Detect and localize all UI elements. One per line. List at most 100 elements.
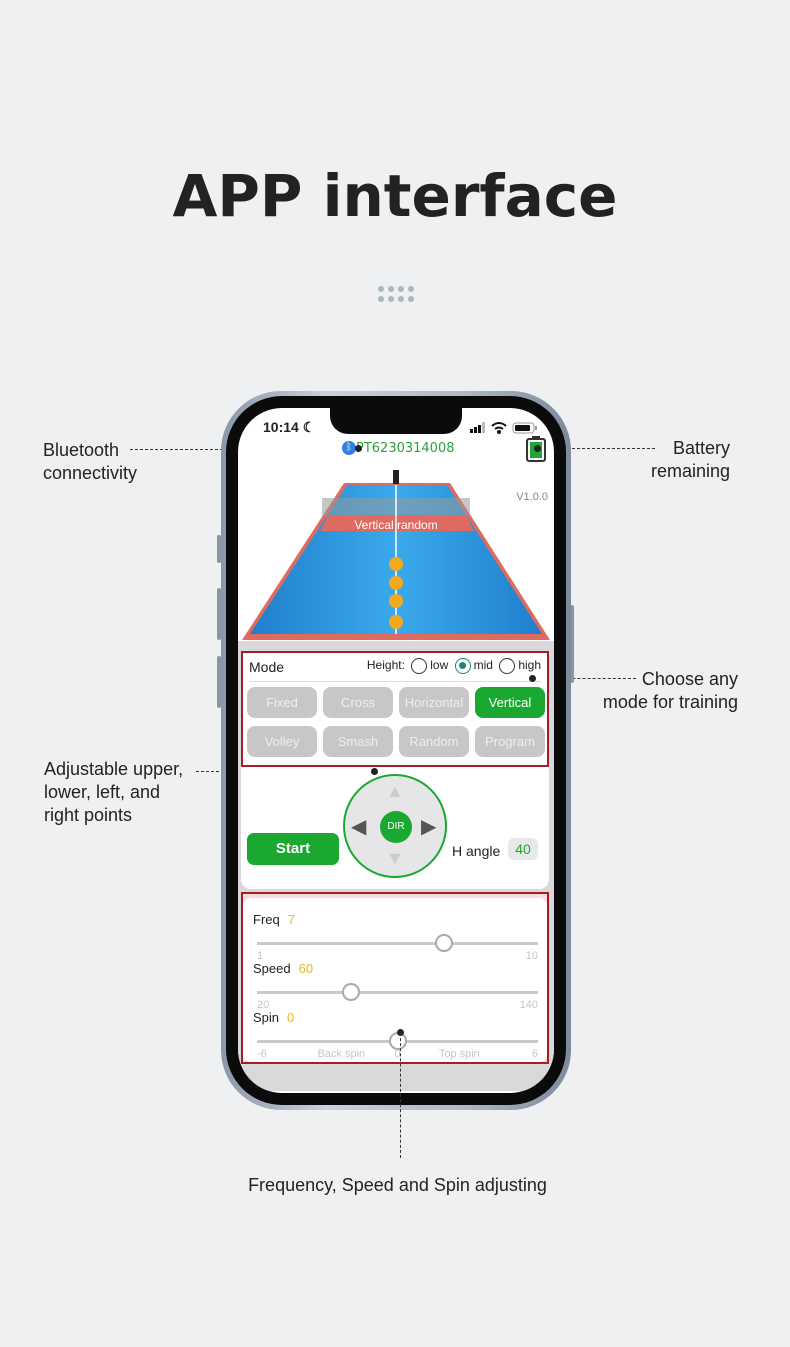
radio-label: high bbox=[518, 658, 541, 673]
arrow-right-icon[interactable]: ▶ bbox=[421, 816, 437, 838]
callout-mode: Choose any mode for training bbox=[590, 668, 738, 714]
callout-text: remaining bbox=[650, 461, 730, 481]
callout-text: Adjustable upper, bbox=[44, 759, 184, 779]
mode-vertical-button[interactable]: Vertical bbox=[475, 687, 545, 718]
slider-name: Spin bbox=[253, 1010, 280, 1025]
battery-icon bbox=[512, 422, 537, 434]
status-time: 10:14 ☾ bbox=[263, 419, 315, 436]
mode-random-button[interactable]: Random bbox=[399, 726, 469, 757]
robot-icon bbox=[393, 470, 399, 484]
freq-slider[interactable] bbox=[257, 934, 538, 952]
time-text: 10:14 bbox=[263, 419, 299, 435]
mode-cross-button[interactable]: Cross bbox=[323, 687, 393, 718]
callout-line bbox=[532, 678, 636, 679]
direction-pad: ▲ ▼ ◀ ▶ DIR bbox=[343, 774, 447, 878]
height-selector: Height: low mid high bbox=[367, 658, 541, 674]
callout-pin bbox=[371, 768, 378, 775]
phone-side-button bbox=[217, 588, 221, 640]
banner bbox=[320, 515, 474, 531]
signal-icon bbox=[470, 422, 485, 433]
decorative-dots bbox=[378, 286, 414, 302]
callout-text: Battery bbox=[672, 438, 730, 458]
arrow-left-icon[interactable]: ◀ bbox=[351, 816, 367, 838]
callout-text: Bluetooth bbox=[43, 440, 120, 460]
divider bbox=[249, 681, 541, 682]
dir-button[interactable]: DIR bbox=[380, 811, 412, 843]
height-label: Height: bbox=[366, 658, 405, 673]
phone-frame: 10:14 ☾ ᛒ PT6230314008 V1.0.0 Vertical r… bbox=[221, 391, 571, 1110]
slider-tick-label: 140 bbox=[519, 999, 538, 1011]
height-radio-mid[interactable] bbox=[454, 658, 471, 674]
slider-tick-label: 6 bbox=[531, 1048, 538, 1060]
callout-text: right points bbox=[44, 805, 133, 825]
callout-line bbox=[400, 1033, 401, 1158]
wifi-icon bbox=[491, 422, 507, 434]
slider-label: Speed 60 bbox=[253, 961, 313, 976]
notch bbox=[330, 408, 462, 434]
slider-tick-label: -6 bbox=[257, 1048, 267, 1060]
h-angle-label: H angle bbox=[452, 843, 501, 859]
callout-text: mode for training bbox=[602, 692, 738, 712]
slider-name: Freq bbox=[253, 912, 280, 927]
device-name[interactable]: PT6230314008 bbox=[356, 441, 455, 456]
start-button[interactable]: Start bbox=[247, 833, 339, 865]
height-radio-low[interactable] bbox=[411, 658, 428, 674]
callout-points: Adjustable upper, lower, left, and right p… bbox=[44, 758, 183, 827]
slider-tick-label: 0 bbox=[394, 1048, 401, 1060]
mode-horizontal-button[interactable]: Horizontal bbox=[399, 687, 469, 718]
slider-value: 60 bbox=[298, 961, 314, 976]
direction-section: Start ▲ ▼ ◀ ▶ DIR H angle 40 bbox=[241, 767, 549, 889]
callout-text: lower, left, and bbox=[44, 782, 161, 802]
slider-tick-label: Back spin bbox=[317, 1048, 366, 1060]
control-panel: Mode Height: low mid high Fixed Cross Ho… bbox=[238, 641, 554, 1091]
phone-side-button bbox=[570, 605, 574, 683]
callout-bluetooth: Bluetooth connectivity bbox=[43, 439, 137, 485]
callout-text: Choose any bbox=[641, 669, 738, 689]
radio-label: mid bbox=[473, 658, 493, 673]
table-visual bbox=[242, 470, 550, 640]
mode-label: Mode bbox=[249, 659, 285, 675]
slider-tick-label: 1 bbox=[257, 950, 264, 962]
table-banner: Vertical random bbox=[354, 518, 438, 532]
phone-side-button bbox=[217, 656, 221, 708]
mode-smash-button[interactable]: Smash bbox=[323, 726, 393, 757]
slider-thumb[interactable] bbox=[341, 983, 360, 1001]
mode-section: Mode Height: low mid high Fixed Cross Ho… bbox=[241, 651, 549, 767]
callout-line bbox=[537, 448, 655, 449]
slider-value: 0 bbox=[287, 1010, 295, 1025]
speed-slider[interactable] bbox=[257, 983, 538, 1001]
spin-slider[interactable] bbox=[257, 1032, 538, 1050]
slider-value: 7 bbox=[287, 912, 295, 927]
callout-pin bbox=[397, 1029, 404, 1036]
page-title: APP interface bbox=[172, 162, 618, 230]
app-screen: 10:14 ☾ ᛒ PT6230314008 V1.0.0 Vertical r… bbox=[238, 408, 554, 1093]
radio-label: low bbox=[430, 658, 449, 673]
ball-icons bbox=[389, 557, 403, 629]
height-radio-high[interactable] bbox=[499, 658, 516, 674]
slider-tick-label: 20 bbox=[257, 999, 270, 1011]
status-icons bbox=[470, 422, 537, 434]
bluetooth-icon: ᛒ bbox=[342, 441, 356, 455]
mode-volley-button[interactable]: Volley bbox=[247, 726, 317, 757]
callout-pin bbox=[529, 675, 536, 682]
arrow-up-icon[interactable]: ▲ bbox=[386, 781, 404, 801]
phone-side-button bbox=[217, 535, 221, 563]
arrow-down-icon[interactable]: ▼ bbox=[386, 848, 404, 868]
slider-thumb[interactable] bbox=[435, 934, 454, 952]
callout-battery: Battery remaining bbox=[620, 437, 730, 483]
callout-text: connectivity bbox=[43, 463, 138, 483]
mode-program-button[interactable]: Program bbox=[475, 726, 545, 757]
app-version: V1.0.0 bbox=[516, 491, 548, 503]
slider-name: Speed bbox=[253, 961, 291, 976]
slider-label: Spin 0 bbox=[253, 1010, 294, 1025]
callout-pin bbox=[355, 445, 362, 452]
slider-label: Freq 7 bbox=[253, 912, 295, 927]
callout-pin bbox=[534, 445, 541, 452]
callout-sliders: Frequency, Speed and Spin adjusting bbox=[248, 1175, 547, 1195]
slider-tick-label: 10 bbox=[525, 950, 538, 962]
h-angle-value[interactable]: 40 bbox=[508, 838, 538, 860]
moon-icon: ☾ bbox=[302, 419, 316, 435]
slider-tick-label: Top spin bbox=[438, 1048, 480, 1060]
mode-fixed-button[interactable]: Fixed bbox=[247, 687, 317, 718]
